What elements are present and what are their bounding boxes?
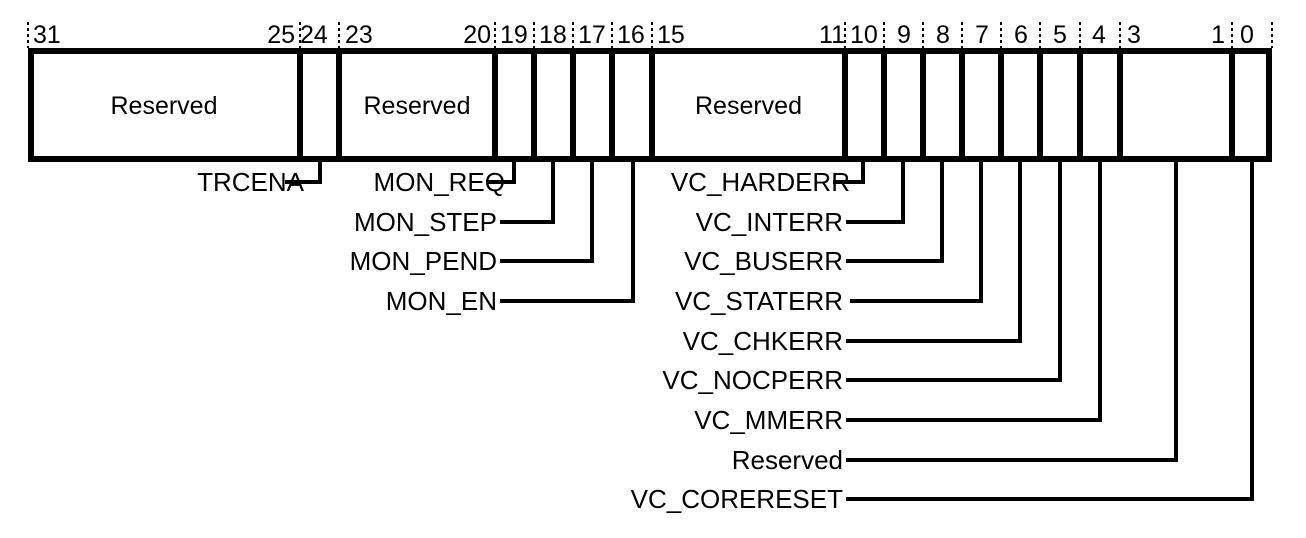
bit-number-24: 24 xyxy=(300,21,328,49)
leader-line-vc-chkerr xyxy=(846,162,1022,343)
leader-line-vc-buserr xyxy=(846,162,944,263)
callout-label-vc-buserr: VC_BUSERR xyxy=(684,246,843,276)
bit-number-25: 25 xyxy=(267,21,295,49)
leader-line-vc-nocperr xyxy=(846,162,1062,382)
bit-number-10: 10 xyxy=(850,21,878,49)
bit-number-7: 7 xyxy=(975,21,989,49)
bit-number-9: 9 xyxy=(897,21,911,49)
bit-number-4: 4 xyxy=(1092,21,1106,49)
callout-label-vc-chkerr: VC_CHKERR xyxy=(683,326,843,356)
leader-line-reserved-callout xyxy=(846,162,1178,462)
bit-number-16: 16 xyxy=(617,21,645,49)
bit-number-6: 6 xyxy=(1014,21,1028,49)
callout-label-mon-req: MON_REQ xyxy=(374,167,505,197)
bit-number-31: 31 xyxy=(33,21,61,49)
cell-labels: Reserved Reserved Reserved xyxy=(111,92,803,120)
callout-labels: TRCENA MON_REQ MON_STEP MON_PEND MON_EN VC_HA… xyxy=(197,167,850,514)
bit-boundary-ticks xyxy=(27,22,1273,48)
bit-number-23: 23 xyxy=(345,21,373,49)
leader-line-mon-pend xyxy=(500,162,594,263)
bit-number-5: 5 xyxy=(1053,21,1067,49)
callout-label-vc-corereset: VC_CORERESET xyxy=(631,484,843,514)
callout-label-trcena: TRCENA xyxy=(197,167,305,197)
bit-number-19: 19 xyxy=(500,21,528,49)
leader-line-trcena xyxy=(285,162,322,184)
bit-number-20: 20 xyxy=(463,21,491,49)
leader-line-vc-mmerr xyxy=(846,162,1102,422)
callout-label-reserved-callout: Reserved xyxy=(732,445,843,475)
bit-number-0: 0 xyxy=(1240,21,1254,49)
bit-number-3: 3 xyxy=(1127,21,1141,49)
callout-label-vc-interr: VC_INTERR xyxy=(696,207,843,237)
bit-number-18: 18 xyxy=(539,21,567,49)
callout-label-vc-nocperr: VC_NOCPERR xyxy=(662,365,843,395)
bit-number-11: 11 xyxy=(819,21,845,49)
bit-number-15: 15 xyxy=(657,21,685,49)
bit-number-17: 17 xyxy=(578,21,606,49)
callout-label-vc-mmerr: VC_MMERR xyxy=(694,405,843,435)
callout-label-mon-en: MON_EN xyxy=(386,286,497,316)
callout-leader-lines xyxy=(285,162,1254,501)
cell-dividers xyxy=(297,48,1235,162)
leader-line-vc-staterr xyxy=(850,162,983,303)
leader-line-vc-corereset xyxy=(846,162,1254,501)
cell-label-reserved-23-20: Reserved xyxy=(364,92,471,120)
bit-number-1: 1 xyxy=(1211,21,1225,49)
callout-label-mon-pend: MON_PEND xyxy=(350,246,497,276)
cell-label-reserved-31-25: Reserved xyxy=(111,92,218,120)
callout-label-vc-harderr: VC_HARDERR xyxy=(671,167,850,197)
callout-label-vc-staterr: VC_STATERR xyxy=(675,286,843,316)
leader-line-mon-en xyxy=(500,162,635,303)
callout-label-mon-step: MON_STEP xyxy=(354,207,497,237)
leader-line-vc-harderr xyxy=(833,162,865,184)
cell-label-reserved-15-11: Reserved xyxy=(695,92,802,120)
leader-line-vc-interr xyxy=(846,162,905,224)
bit-number-8: 8 xyxy=(936,21,950,49)
leader-line-mon-step xyxy=(500,162,555,224)
leader-line-mon-req xyxy=(487,162,516,184)
